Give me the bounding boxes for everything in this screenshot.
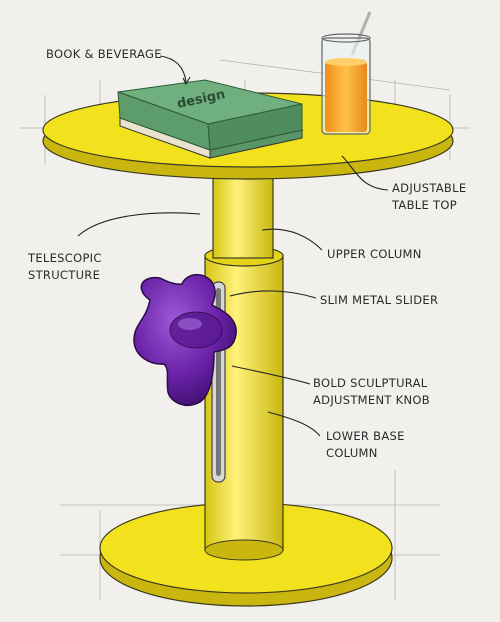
label-telescopic-structure: TELESCOPIC STRUCTURE xyxy=(28,251,102,282)
label-book-beverage: BOOK & BEVERAGE xyxy=(46,47,162,61)
beverage-glass xyxy=(321,11,372,135)
book: design xyxy=(117,79,304,159)
label-slim-metal-slider: SLIM METAL SLIDER xyxy=(320,293,439,307)
label-adjustment-knob: BOLD SCULPTURAL ADJUSTMENT KNOB xyxy=(313,376,430,407)
label-upper-column: UPPER COLUMN xyxy=(327,247,422,261)
adjustment-knob xyxy=(133,273,237,406)
label-adjustable-table-top: ADJUSTABLE TABLE TOP xyxy=(392,181,467,212)
upper-column xyxy=(212,164,274,259)
label-lower-base-column: LOWER BASE COLUMN xyxy=(326,429,405,460)
leader-lines xyxy=(77,55,389,437)
